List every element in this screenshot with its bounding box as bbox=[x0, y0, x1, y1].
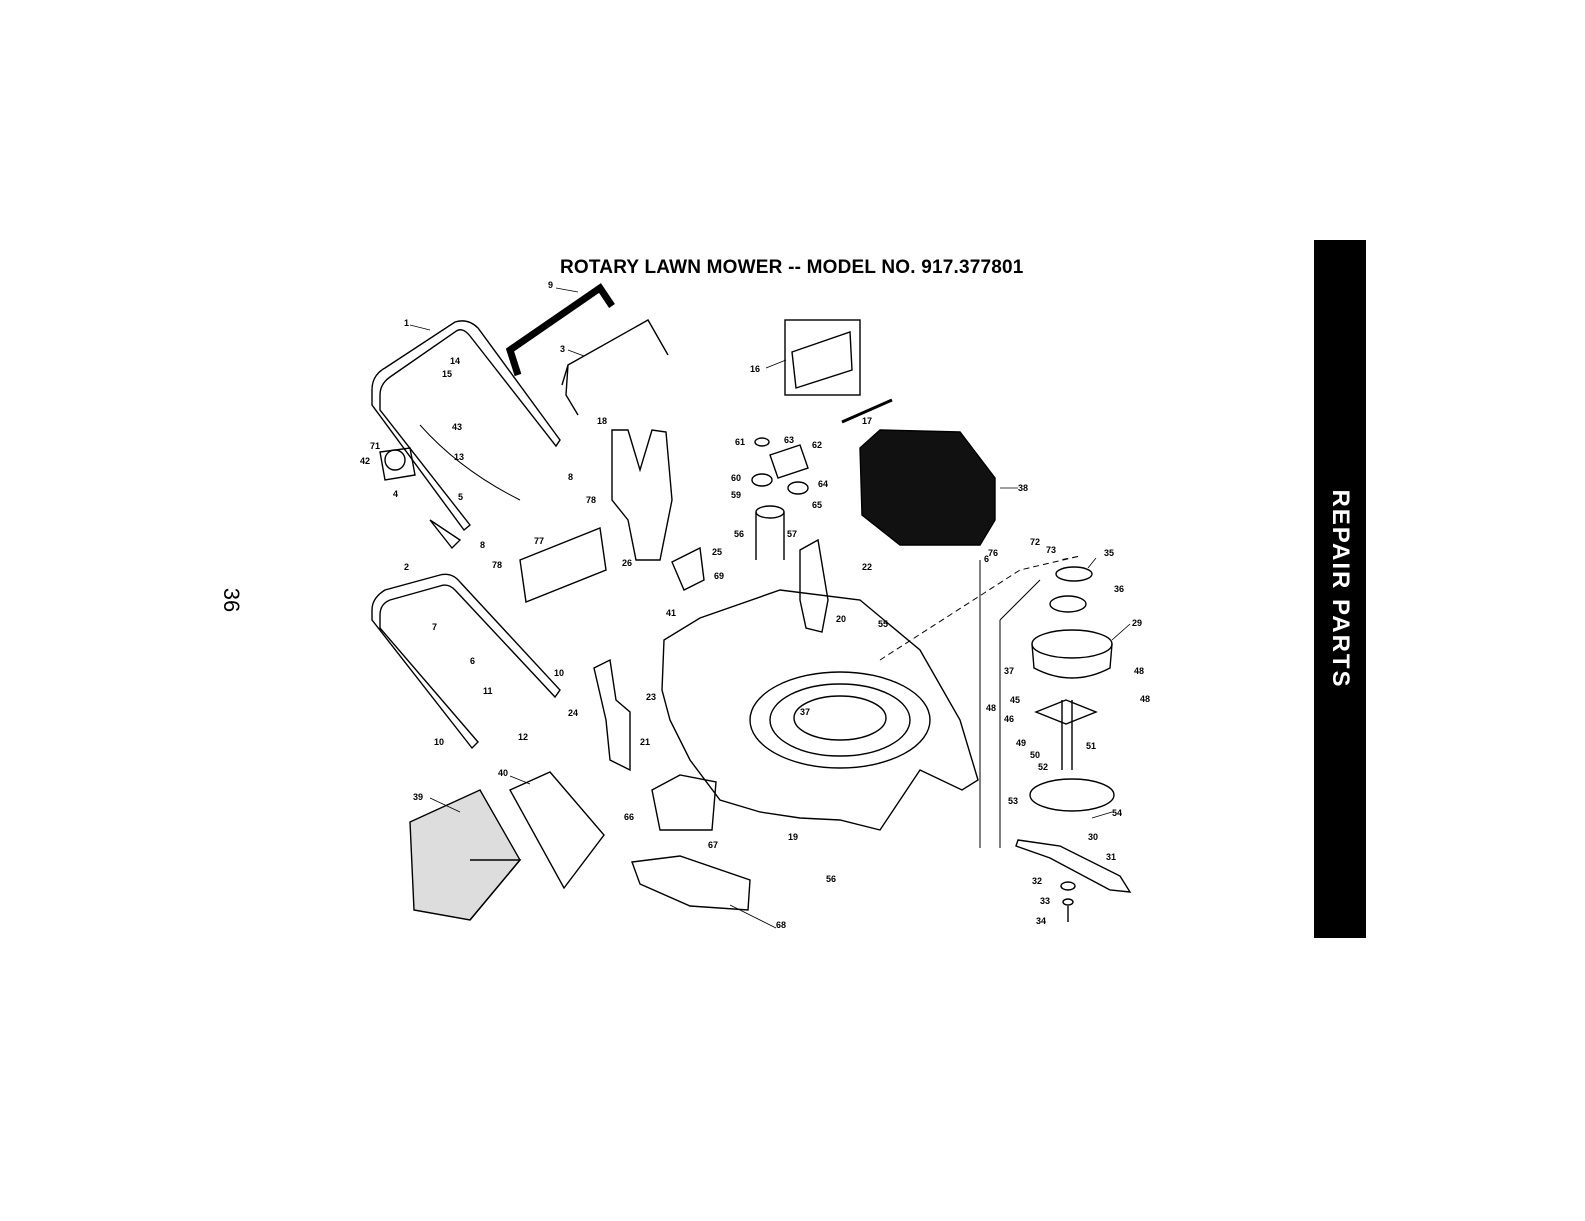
blade-guard bbox=[1032, 630, 1112, 658]
callout-3: 3 bbox=[560, 344, 565, 354]
handle-grip bbox=[510, 288, 612, 375]
side-deflector bbox=[652, 775, 716, 830]
callout-14: 14 bbox=[450, 356, 460, 366]
callout-67: 67 bbox=[708, 840, 718, 850]
callout-48: 48 bbox=[1134, 666, 1144, 676]
callout-7: 7 bbox=[432, 622, 437, 632]
callout-38: 38 bbox=[1018, 483, 1028, 493]
callout-11: 11 bbox=[483, 686, 493, 696]
wheel-height-adjuster-front bbox=[800, 540, 828, 632]
callout-6: 6 bbox=[470, 656, 475, 666]
control-bail bbox=[562, 320, 668, 415]
callout-17: 17 bbox=[862, 416, 872, 426]
callout-36: 36 bbox=[1114, 584, 1124, 594]
callout-15: 15 bbox=[442, 369, 452, 379]
callout-24: 24 bbox=[568, 708, 578, 718]
callout-63: 63 bbox=[784, 435, 794, 445]
callout-60: 60 bbox=[731, 473, 741, 483]
callout-18: 18 bbox=[597, 416, 607, 426]
callout-73: 73 bbox=[1046, 545, 1056, 555]
callout-76: 76 bbox=[988, 548, 998, 558]
callout-41: 41 bbox=[666, 608, 676, 618]
callout-78: 78 bbox=[586, 495, 596, 505]
callout-1: 1 bbox=[404, 318, 409, 328]
callout-69: 69 bbox=[714, 571, 724, 581]
callout-68: 68 bbox=[776, 920, 786, 930]
callout-57: 57 bbox=[787, 529, 797, 539]
callout-2: 2 bbox=[404, 562, 409, 572]
callout-40: 40 bbox=[498, 768, 508, 778]
callout-71: 71 bbox=[370, 441, 380, 451]
callout-53: 53 bbox=[1008, 796, 1018, 806]
callout-66: 66 bbox=[624, 812, 634, 822]
callout-48b: 48 bbox=[1140, 694, 1150, 704]
callout-64: 64 bbox=[818, 479, 828, 489]
callout-31: 31 bbox=[1106, 852, 1116, 862]
blade-housing-ring bbox=[750, 672, 930, 768]
callout-56b: 56 bbox=[826, 874, 836, 884]
callout-4: 4 bbox=[393, 489, 398, 499]
callout-35: 35 bbox=[1104, 548, 1114, 558]
callout-37b: 37 bbox=[800, 707, 810, 717]
callout-26: 26 bbox=[622, 558, 632, 568]
callout-55: 55 bbox=[878, 619, 888, 629]
callout-43: 43 bbox=[452, 422, 462, 432]
callout-33: 33 bbox=[1040, 896, 1050, 906]
callout-30: 30 bbox=[1088, 832, 1098, 842]
callout-10b: 10 bbox=[434, 737, 444, 747]
callout-62: 62 bbox=[812, 440, 822, 450]
callout-9: 9 bbox=[548, 280, 553, 290]
callout-32: 32 bbox=[1032, 876, 1042, 886]
bag-frame bbox=[510, 772, 604, 888]
callout-45: 45 bbox=[1010, 695, 1020, 705]
callout-49: 49 bbox=[1016, 738, 1026, 748]
upper-handle bbox=[372, 321, 560, 530]
callout-46: 46 bbox=[1004, 714, 1014, 724]
callout-61: 61 bbox=[735, 437, 745, 447]
callout-12: 12 bbox=[518, 732, 528, 742]
callout-34: 34 bbox=[1036, 916, 1046, 926]
callout-56: 56 bbox=[734, 529, 744, 539]
chute-bracket bbox=[672, 548, 704, 590]
callout-10: 10 bbox=[554, 668, 564, 678]
callout-48c: 48 bbox=[986, 703, 996, 713]
air-filter-box bbox=[785, 320, 860, 395]
callout-8: 8 bbox=[568, 472, 573, 482]
callout-5: 5 bbox=[458, 492, 463, 502]
grass-bag bbox=[410, 790, 520, 920]
callout-72: 72 bbox=[1030, 537, 1040, 547]
engine bbox=[860, 430, 995, 545]
callout-59: 59 bbox=[731, 490, 741, 500]
callout-22: 22 bbox=[862, 562, 872, 572]
callout-65: 65 bbox=[812, 500, 822, 510]
control-knob bbox=[385, 450, 405, 470]
callout-25: 25 bbox=[712, 547, 722, 557]
callout-37: 37 bbox=[1004, 666, 1014, 676]
callout-39: 39 bbox=[413, 792, 423, 802]
callout-52: 52 bbox=[1038, 762, 1048, 772]
mulch-plug bbox=[632, 856, 750, 910]
blade-adapter-plate bbox=[1030, 779, 1114, 811]
callout-42: 42 bbox=[360, 456, 370, 466]
rear-baffle bbox=[520, 528, 606, 602]
callout-77: 77 bbox=[534, 536, 544, 546]
callout-29: 29 bbox=[1132, 618, 1142, 628]
wheel-height-adjuster-rear bbox=[594, 660, 630, 770]
rear-door bbox=[612, 430, 672, 560]
callout-78b: 78 bbox=[492, 560, 502, 570]
callout-19: 19 bbox=[788, 832, 798, 842]
callout-20: 20 bbox=[836, 614, 846, 624]
callout-51: 51 bbox=[1086, 741, 1096, 751]
callout-13: 13 bbox=[454, 452, 464, 462]
mower-deck bbox=[662, 590, 978, 830]
callout-16: 16 bbox=[750, 364, 760, 374]
callout-50: 50 bbox=[1030, 750, 1040, 760]
callout-21: 21 bbox=[640, 737, 650, 747]
callout-54: 54 bbox=[1112, 808, 1122, 818]
callout-8b: 8 bbox=[480, 540, 485, 550]
callout-23: 23 bbox=[646, 692, 656, 702]
